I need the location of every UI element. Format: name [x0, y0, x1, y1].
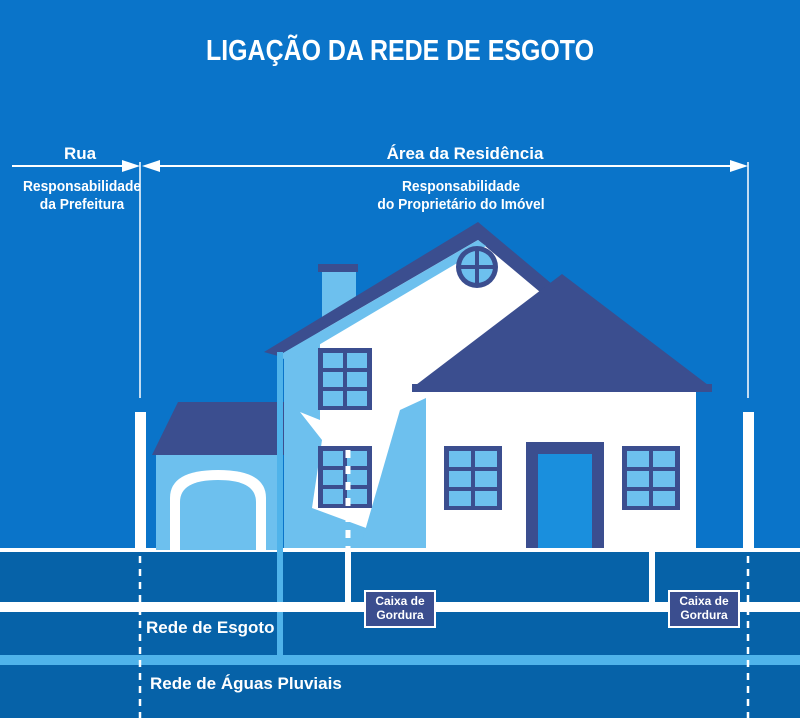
zone-label-rua: Rua	[63, 144, 97, 163]
ground	[0, 548, 800, 718]
roof-trim	[278, 240, 486, 362]
drain-drop-caixa-2	[649, 552, 655, 602]
responsibility-prefeitura: Responsabilidade da Prefeitura	[8, 178, 155, 214]
grease-trap-box-1: Caixa de Gordura	[364, 590, 436, 628]
responsibility-proprietario-line1: Responsabilidade	[401, 178, 521, 195]
dimension-arrow-rua	[12, 160, 140, 172]
right-wing-eave	[412, 384, 712, 392]
diagram-title: LIGAÇÃO DA REDE DE ESGOTO	[205, 35, 594, 67]
dimension-arrow-residencia	[142, 160, 748, 172]
boundary-post-right	[743, 412, 754, 550]
window-middle	[444, 446, 502, 510]
rain-downspout	[277, 352, 283, 662]
main-roof	[264, 222, 552, 356]
grease-trap-box-2-line2: Gordura	[680, 608, 728, 622]
grease-trap-box-2-line1: Caixa de	[679, 594, 729, 608]
boundary-post-left	[135, 412, 146, 550]
right-wing-roof	[412, 274, 712, 388]
responsibility-prefeitura-line1: Responsabilidade	[22, 178, 142, 195]
window-right	[622, 446, 680, 510]
window-upper-left	[318, 348, 372, 410]
grease-trap-box-1-line1: Caixa de	[375, 594, 425, 608]
ground-line	[0, 548, 800, 552]
round-window	[456, 246, 498, 288]
sewer-pipe-label: Rede de Esgoto	[146, 618, 275, 637]
zone-label-residencia: Área da Residência	[386, 144, 544, 163]
storm-water-pipe	[0, 655, 800, 665]
window-lower-left	[318, 446, 372, 508]
garage	[152, 402, 284, 550]
house-wall-shadow-inner	[360, 398, 426, 548]
responsibility-proprietario: Responsabilidade do Proprietário do Imóv…	[340, 178, 581, 214]
grease-trap-box-1-line2: Gordura	[376, 608, 424, 622]
responsibility-prefeitura-line2: da Prefeitura	[39, 196, 125, 213]
drain-drop-caixa-1	[345, 552, 351, 602]
grease-trap-box-2: Caixa de Gordura	[668, 590, 740, 628]
front-door	[526, 442, 604, 548]
storm-pipe-label: Rede de Águas Pluviais	[150, 674, 342, 693]
responsibility-proprietario-line2: do Proprietário do Imóvel	[377, 196, 545, 213]
